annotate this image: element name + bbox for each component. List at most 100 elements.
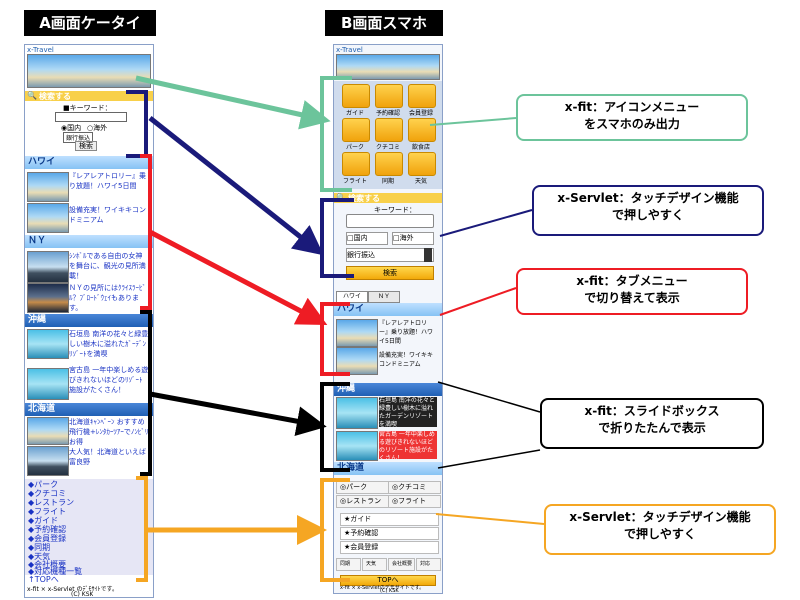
banner-image: [336, 54, 440, 80]
callout-touch-design-1-line2: で押しやすく: [612, 208, 684, 222]
header-b: B画面スマホ: [325, 10, 443, 36]
section-hawaii: ハワイ: [25, 156, 153, 169]
weather-icon[interactable]: [408, 152, 436, 176]
arrow-green: [135, 75, 331, 130]
keyword-input[interactable]: [346, 214, 434, 228]
hokkaido-link-1[interactable]: 北海道ｷｬﾝﾍﾟｰﾝ おすすめ飛行機+ﾚﾝﾀｶｰﾂｱｰでﾉﾝﾋﾞﾘお得: [69, 418, 149, 446]
payment-select[interactable]: 銀行振込: [346, 248, 434, 262]
header-a: A画面ケータイ: [24, 10, 156, 36]
banner-image: [27, 54, 151, 88]
okinawa-link-1[interactable]: 石垣島 南洋の花々と緑豊しい樹木に溢れたｶﾞｰﾃﾞﾝﾘｿﾞｰﾄを満喫: [69, 330, 149, 358]
menu-item-reserve[interactable]: ◆予約確認: [28, 525, 67, 534]
icon-label-weather: 天気: [414, 178, 427, 185]
tab-hawaii[interactable]: ハワイ: [336, 291, 368, 303]
guide-icon[interactable]: [342, 84, 370, 108]
footer-text: x-fit × x-Servlet のﾃﾞﾓｻｲﾄです。: [27, 586, 118, 593]
okinawa-link-2[interactable]: 宮古島 一年中楽しめる遊びきれないほどのリゾート施設がたくさん！: [379, 431, 437, 459]
arrow-red: [148, 229, 328, 325]
menu-list: ◆パーク ◆クチコミ ◆レストラン ◆フライト ◆ガイド ◆予約確認 ◆会員登録…: [25, 479, 153, 576]
callout-icon-menu-line2: をスマホのみ出力: [584, 117, 680, 131]
radio-domestic[interactable]: ◉国内: [61, 124, 82, 132]
select-arrow-icon: [424, 248, 432, 262]
menu-item-company[interactable]: ◆会社概要: [28, 560, 67, 569]
ny-image-1: [27, 251, 69, 283]
menu-item-sync[interactable]: ◆同期: [28, 543, 51, 552]
search-bar-label: 検索する: [39, 92, 71, 101]
ny-link-2[interactable]: ＮＹの見所にはｸﾗｲｽﾗｰﾋﾞﾙ？ﾌﾞﾛｰﾄﾞｳｪｲもあります。: [69, 284, 146, 312]
arrow-navy: [148, 116, 324, 256]
connector-orange: [435, 513, 545, 525]
keyword-input[interactable]: [55, 112, 127, 122]
restaurant-icon[interactable]: [408, 118, 436, 142]
callout-slide-box-line2: で折りたたんで表示: [598, 421, 706, 435]
search-icon: 🔍: [336, 193, 346, 202]
hokkaido-link-2[interactable]: 大人気！北海道といえば富良野: [69, 448, 146, 466]
search-bar-label: 検索する: [348, 194, 380, 203]
icon-label-kuchikomi: クチコミ: [375, 144, 400, 151]
hawaii-link-1[interactable]: 『レアレアトロリー』乗り放題！ハワイ5日間: [69, 172, 146, 190]
connector-black-1: [437, 381, 541, 413]
search-bar[interactable]: 🔍 検索する: [334, 193, 442, 203]
radio-overseas[interactable]: ○海外: [87, 124, 108, 132]
hawaii-link-1[interactable]: 『レアレアトロリー』乗り放題！ハワイ5日間: [379, 320, 434, 345]
menu-item-flight[interactable]: ◆フライト: [28, 507, 67, 516]
search-bar[interactable]: 🔍 検索する: [25, 91, 153, 101]
okinawa-link-2[interactable]: 宮古島 一年中楽しめる遊びきれないほどのﾘｿﾞｰﾄ施設がたくさん！: [69, 366, 149, 394]
menu-item-kuchikomi[interactable]: ◆クチコミ: [28, 489, 67, 498]
phone-b: x-Travel ガイド 予約確認 会員登録 パーク クチコミ 飲食店 フライト…: [333, 44, 443, 594]
small-btn-weather[interactable]: 天気: [362, 558, 387, 571]
sync-icon[interactable]: [375, 152, 403, 176]
top-link[interactable]: ↑TOPへ: [28, 575, 59, 584]
search-button[interactable]: 検索: [75, 141, 97, 151]
icon-menu: ガイド 予約確認 会員登録 パーク クチコミ 飲食店 フライト 同期 天気: [334, 81, 442, 189]
small-btn-devices[interactable]: 対応: [416, 558, 441, 571]
menu-restaurant[interactable]: ◎レストラン: [336, 495, 389, 508]
brand: x-Travel: [27, 46, 54, 54]
search-button[interactable]: 検索: [346, 266, 434, 280]
list-guide[interactable]: ★ガイド: [340, 513, 439, 526]
menu-item-devices[interactable]: ◆対応機種一覧: [28, 567, 83, 576]
kuchikomi-icon[interactable]: [375, 118, 403, 142]
small-btn-sync[interactable]: 同期: [336, 558, 361, 571]
member-icon[interactable]: [408, 84, 436, 108]
copyright: (C) KSK: [71, 591, 94, 598]
section-ny: ＮＹ: [25, 235, 153, 248]
list-reserve[interactable]: ★予約確認: [340, 527, 439, 540]
menu-item-weather[interactable]: ◆天気: [28, 552, 51, 561]
okinawa-link-1[interactable]: 石垣島 南洋の花々と緑豊しい樹木に溢れたガーデンリゾートを満喫: [379, 397, 437, 427]
section-hokkaido[interactable]: 北海道: [334, 462, 442, 475]
section-okinawa: 沖縄: [25, 314, 153, 327]
list-member[interactable]: ★会員登録: [340, 541, 439, 554]
menu-item-restaurant[interactable]: ◆レストラン: [28, 498, 75, 507]
menu-park[interactable]: ◎パーク: [336, 481, 389, 494]
copyright: (C) KSK: [380, 588, 399, 594]
reserve-icon[interactable]: [375, 84, 403, 108]
icon-label-guide: ガイド: [345, 110, 364, 117]
check-overseas[interactable]: □海外: [392, 232, 434, 245]
menu-item-member[interactable]: ◆会員登録: [28, 534, 67, 543]
hokkaido-image-2: [27, 446, 69, 476]
search-icon: 🔍: [27, 91, 37, 100]
menu-item-guide[interactable]: ◆ガイド: [28, 516, 59, 525]
callout-touch-design-1: x-Servlet：タッチデザイン機能 で押しやすく: [532, 185, 764, 236]
hawaii-link-2[interactable]: 設備充実！ワイキキコンドミニアム: [69, 206, 146, 224]
callout-tab-menu-line1: x-fit：タブメニュー: [576, 274, 688, 288]
icon-label-member: 会員登録: [408, 110, 433, 117]
menu-item-park[interactable]: ◆パーク: [28, 480, 59, 489]
ny-link-1[interactable]: ｼﾝﾎﾞﾙである自由の女神を舞台に、観光の見所満載！: [69, 252, 146, 280]
hokkaido-image-1: [27, 417, 69, 445]
phone-a: x-Travel 🔍 検索する ■キーワード： ◉国内 ○海外 銀行振込 検索 …: [24, 44, 154, 598]
hawaii-link-2[interactable]: 設備充実！ワイキキコンドミニアム: [379, 352, 434, 368]
flight-icon[interactable]: [342, 152, 370, 176]
check-domestic[interactable]: □国内: [346, 232, 388, 245]
tab-ny[interactable]: ＮＹ: [368, 291, 400, 303]
callout-slide-box: x-fit：スライドボックス で折りたたんで表示: [540, 398, 764, 449]
small-btn-company[interactable]: 会社概要: [388, 558, 415, 571]
menu-flight[interactable]: ◎フライト: [388, 495, 441, 508]
icon-label-flight: フライト: [342, 178, 367, 185]
ny-image-2: [27, 283, 69, 313]
menu-kuchikomi[interactable]: ◎クチコミ: [388, 481, 441, 494]
arrow-black: [149, 391, 327, 437]
okinawa-image-1: [27, 329, 69, 359]
park-icon[interactable]: [342, 118, 370, 142]
